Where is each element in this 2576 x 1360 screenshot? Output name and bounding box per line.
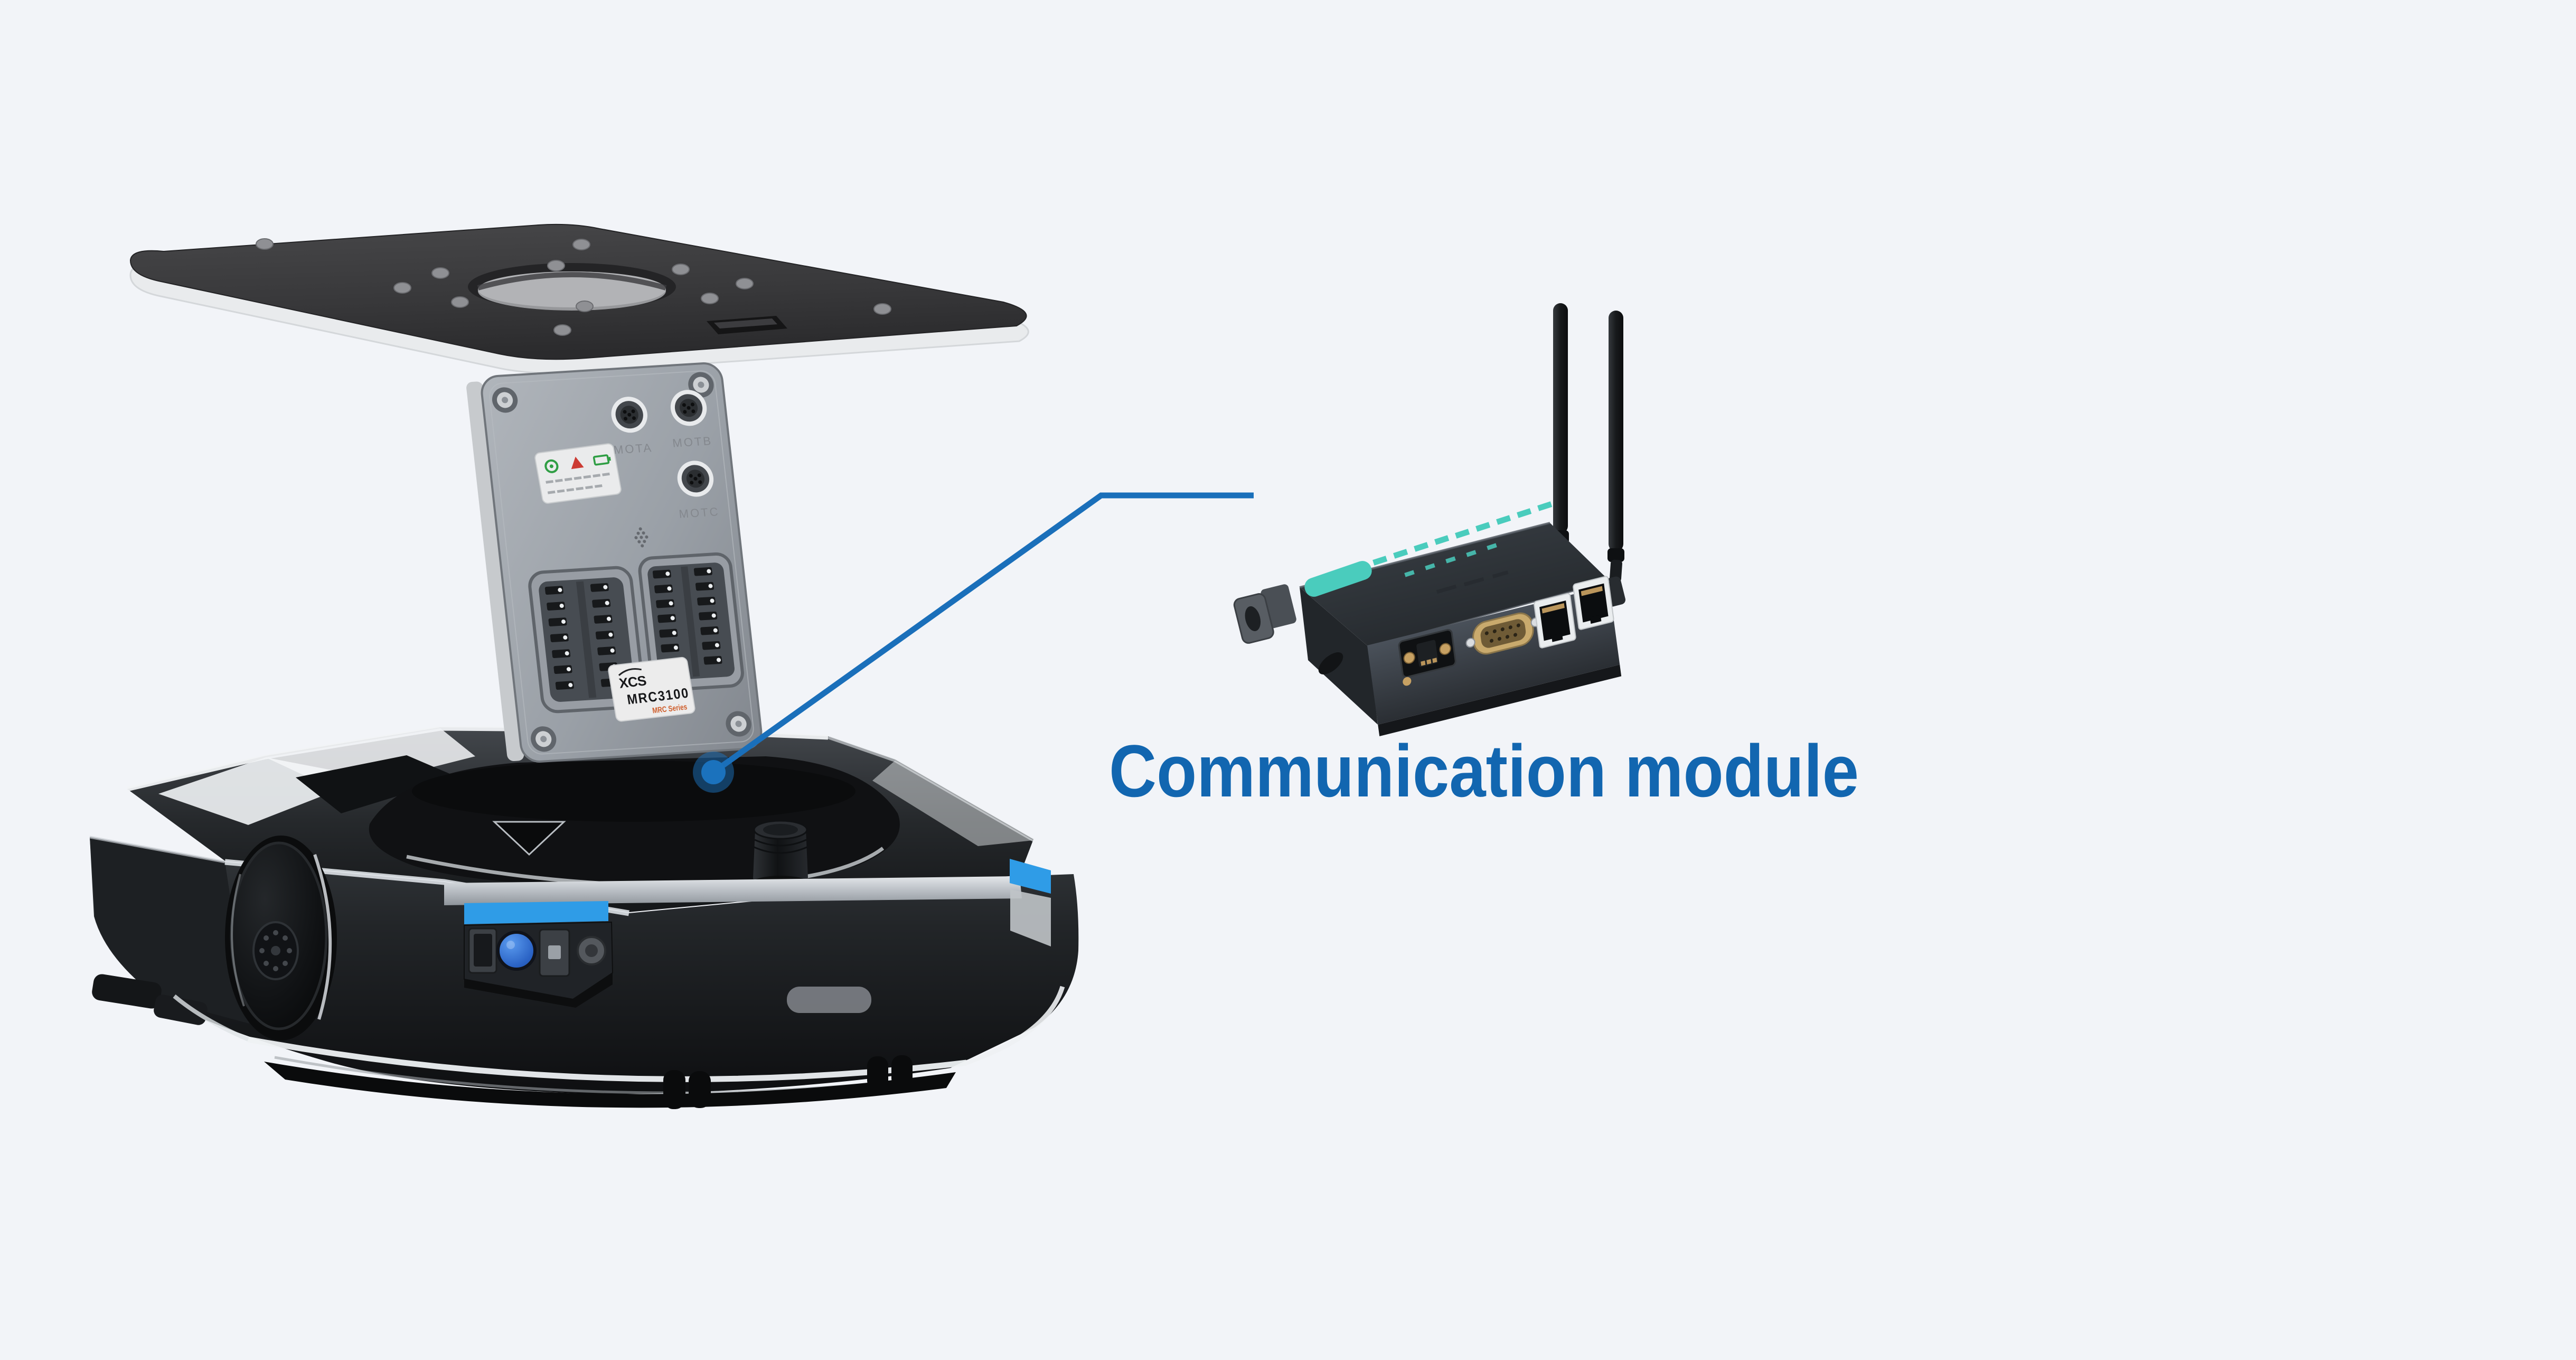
sensor-cluster — [464, 901, 614, 1008]
front-vent — [787, 987, 871, 1013]
corner-screws — [492, 372, 751, 752]
vent-dots — [634, 527, 648, 548]
bowl-notch — [492, 821, 566, 856]
deck-dark-facet — [296, 755, 458, 813]
gear-ok-icon — [544, 459, 559, 473]
connector-label-motc: MOTC — [678, 505, 720, 521]
led-strip — [1304, 501, 1553, 597]
warning-triangle-icon — [571, 456, 584, 470]
motor-connector-a — [611, 397, 647, 433]
camera-lens — [496, 931, 537, 971]
caster-wheels — [663, 1055, 913, 1109]
sim-slot — [1318, 652, 1343, 674]
depth-sensor-icon — [468, 927, 497, 974]
speaker-circle-icon — [577, 936, 606, 965]
brand-text: XCS — [618, 672, 647, 691]
callout — [693, 492, 1254, 793]
callout-label: Communication module — [1109, 729, 1859, 812]
plate-center-hole — [468, 263, 676, 311]
motor-connector-c — [677, 461, 714, 497]
io-connector-right — [638, 552, 744, 692]
ethernet-port-2 — [1573, 576, 1614, 630]
deck-gloss-right — [872, 761, 1033, 846]
left-wheel — [225, 836, 337, 1040]
mounting-tab — [1233, 584, 1296, 644]
callout-line — [711, 492, 1254, 775]
silver-band — [444, 876, 1022, 905]
motor-connector-b — [670, 390, 707, 426]
antenna-right — [1599, 311, 1625, 608]
accent-stripe-front — [464, 901, 608, 924]
robot-left-panel — [90, 837, 249, 1024]
xcs-logo-swoosh — [618, 668, 642, 676]
top-face-embossing — [1436, 570, 1509, 594]
scanner-sensor-icon — [539, 928, 570, 977]
serial-port-db9 — [1465, 612, 1540, 655]
router-front-face — [1367, 576, 1622, 736]
bottom-skirt — [264, 1062, 956, 1108]
ethernet-port-1 — [1534, 593, 1576, 649]
connector-label-mota: MOTA — [613, 441, 654, 456]
battery-icon — [593, 454, 611, 466]
controller-module: MOTA MOTB MOTC — [466, 362, 763, 763]
status-label — [534, 443, 622, 504]
accent-stripe-right — [1010, 859, 1051, 894]
left-bumper — [92, 974, 208, 1025]
plate-slot — [707, 316, 787, 334]
wheel-bolts — [259, 930, 292, 971]
power-terminal — [1398, 629, 1456, 686]
plate-screw-holes — [256, 238, 891, 336]
connector-label-motb: MOTB — [672, 434, 713, 450]
communication-module — [1233, 303, 1625, 736]
robot-base — [89, 726, 1079, 1109]
callout-dot — [701, 760, 726, 784]
top-plate — [129, 223, 1029, 374]
model-label: XCS MRC3100 MRC Series — [608, 656, 695, 722]
right-corner-silver — [1010, 889, 1051, 946]
